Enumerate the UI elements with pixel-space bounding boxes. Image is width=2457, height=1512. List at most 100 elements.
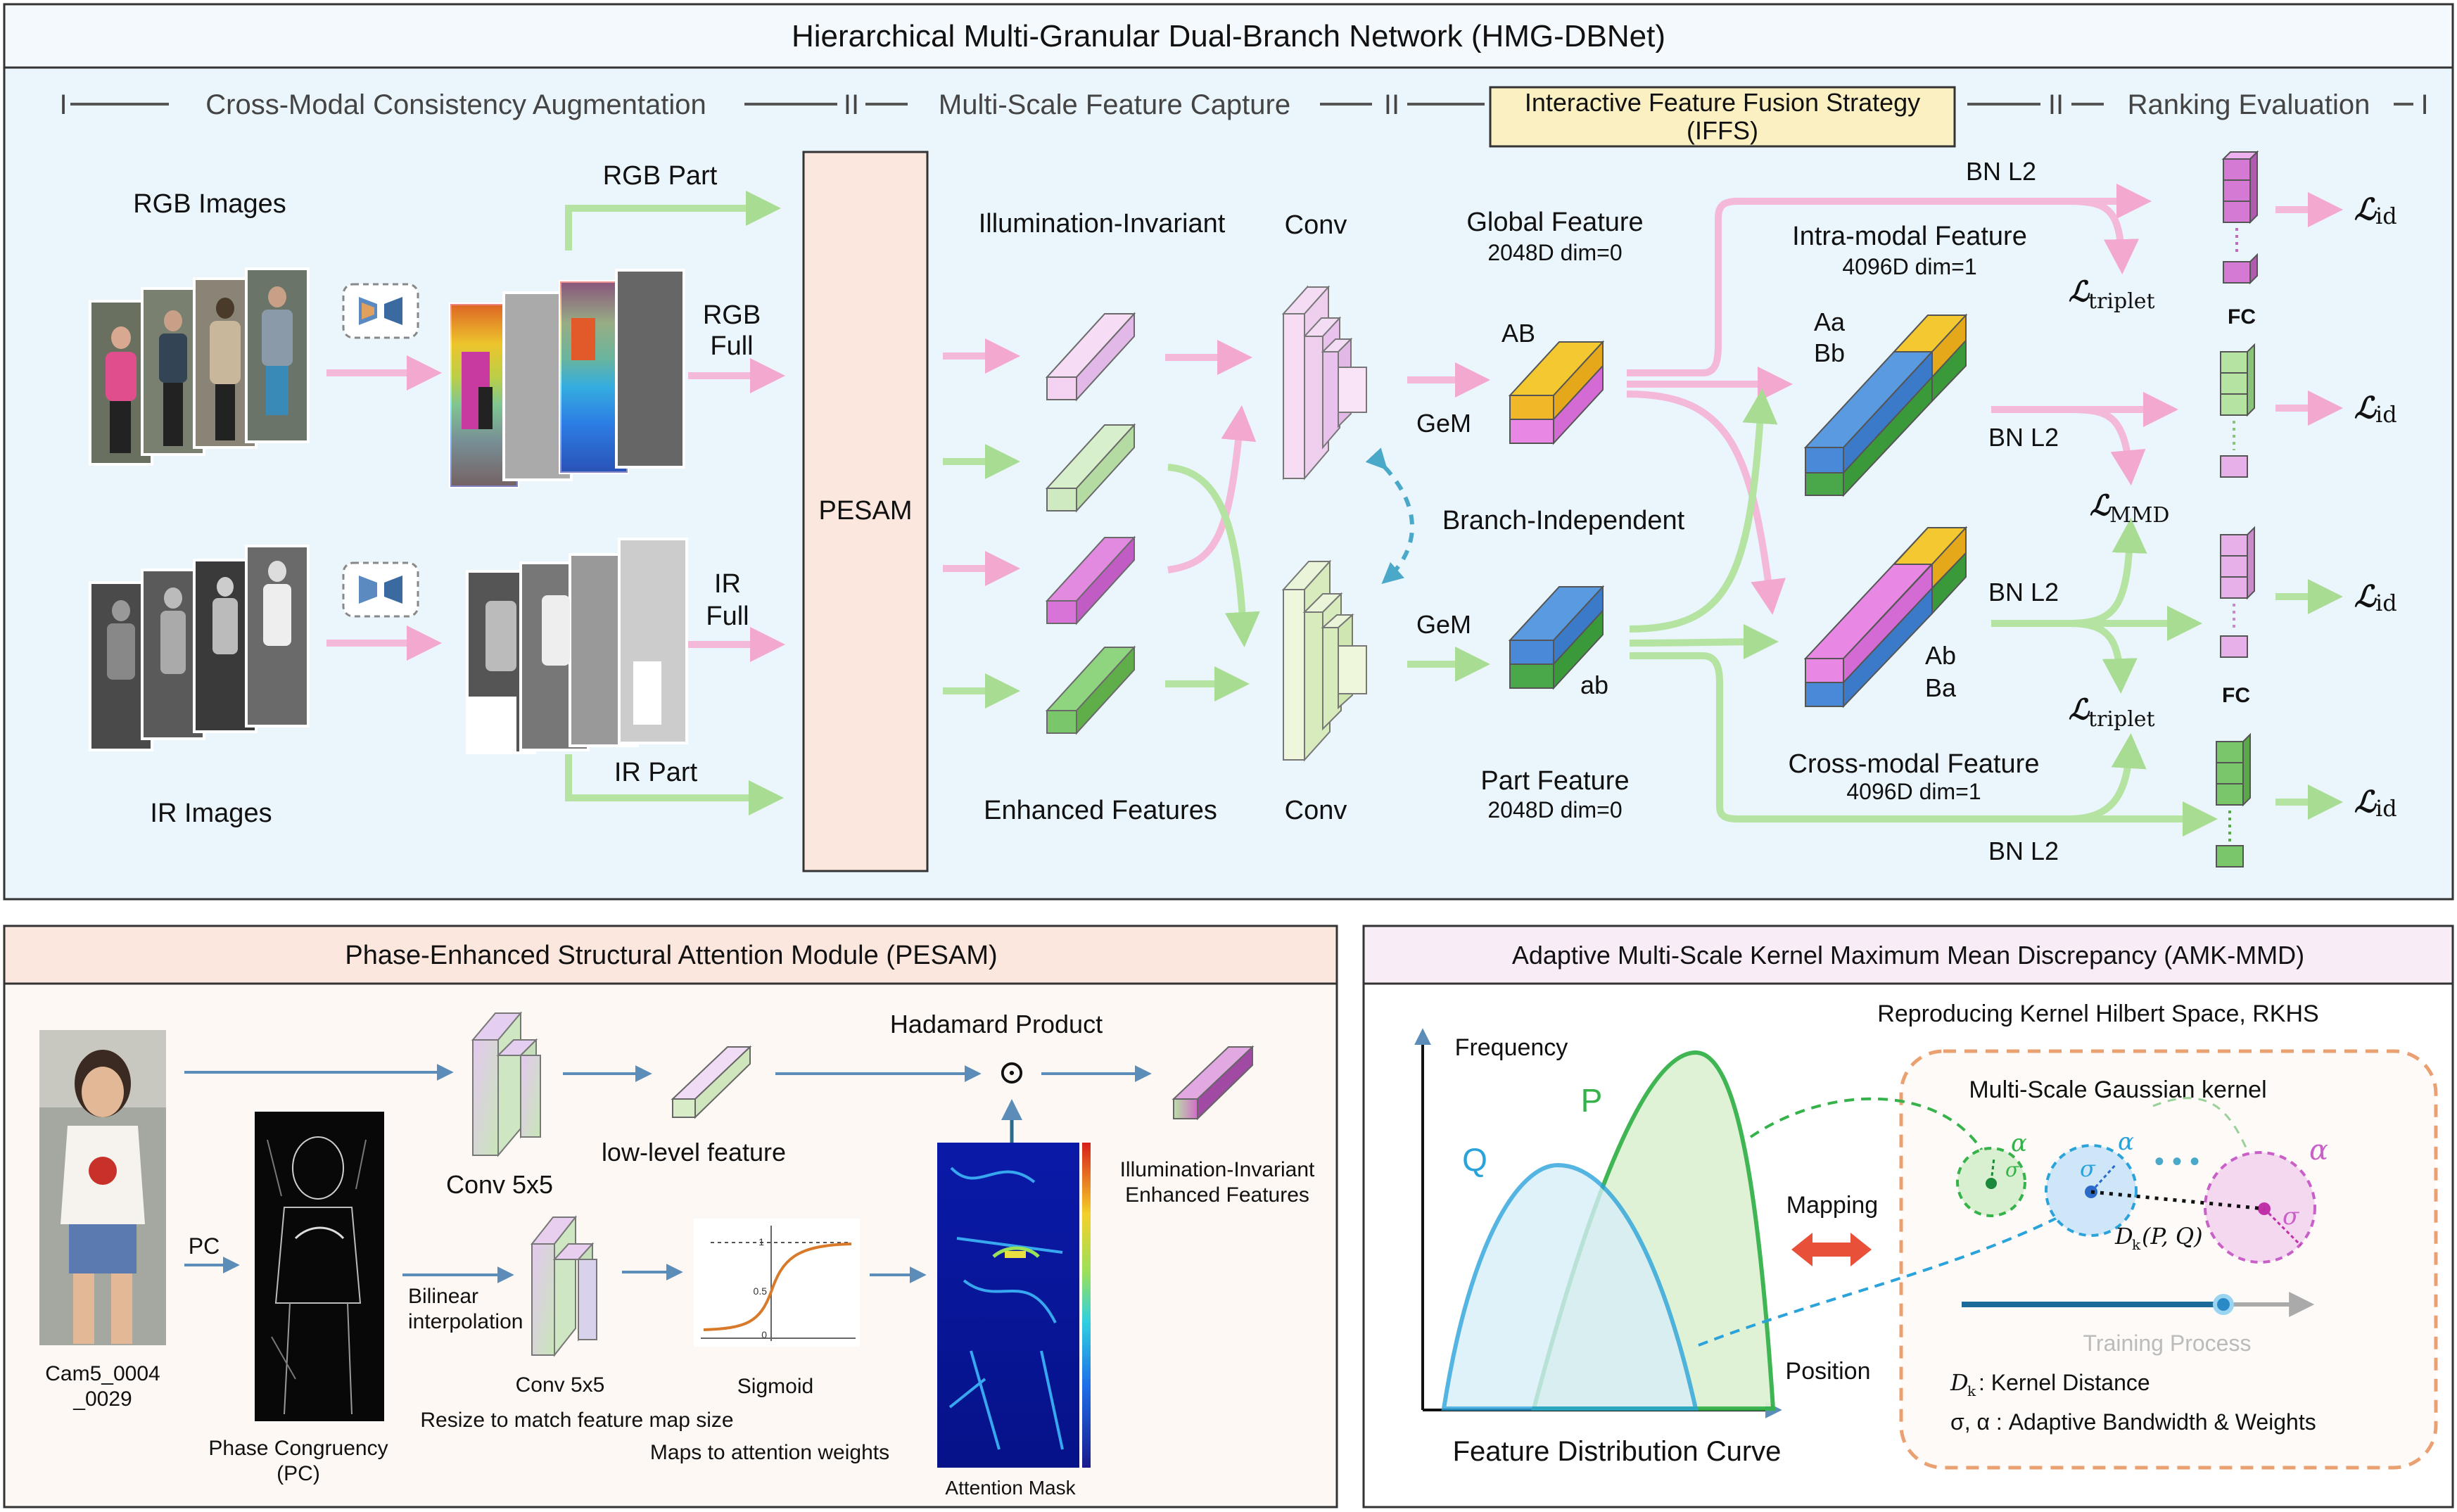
svg-text:α: α xyxy=(2011,1129,2027,1157)
svg-text:α: α xyxy=(2118,1128,2134,1156)
training-knob xyxy=(2213,1294,2234,1315)
svg-text:ℒ: ℒ xyxy=(2090,489,2112,522)
iffs-box xyxy=(1489,86,1956,148)
svg-text:k: k xyxy=(2132,1236,2141,1253)
augmentation-icon-ir xyxy=(342,561,419,618)
flow-part-to-fc4 xyxy=(1630,652,2218,837)
ab-label: ab xyxy=(1580,671,1608,699)
top-title-bar xyxy=(3,3,2454,69)
connector-top xyxy=(2152,1097,2250,1155)
stage-mark-3: II xyxy=(1384,89,1399,120)
conv-top-label: Conv xyxy=(1285,210,1347,240)
rgb-full-label-1: RGB xyxy=(703,300,761,330)
attention-mask-image xyxy=(937,1143,1091,1468)
svg-text:α: α xyxy=(2309,1134,2328,1167)
bn-label-2: BN L2 xyxy=(1988,423,2059,452)
stage-1-label: Cross-Modal Consistency Augmentation xyxy=(205,89,706,120)
top-title: Hierarchical Multi-Granular Dual-Branch … xyxy=(792,19,1665,53)
flow-part-to-cross xyxy=(1629,624,1779,660)
flow-global-to-fc1 xyxy=(1627,184,2152,376)
attention-mask-label: Attention Mask xyxy=(945,1477,1076,1499)
svg-text:1: 1 xyxy=(758,1236,764,1247)
global-feature-block xyxy=(1508,340,1605,445)
curve-caption: Feature Distribution Curve xyxy=(1453,1436,1782,1467)
stage-mark-1: I xyxy=(59,89,67,120)
ir-image-stack xyxy=(89,545,310,751)
cross-feature-block xyxy=(1803,526,1968,709)
resize-label: Resize to match feature map size xyxy=(420,1409,733,1432)
illum-out-label-2: Enhanced Features xyxy=(1125,1183,1309,1207)
iffs-line-1: Interactive Feature Fusion Strategy xyxy=(1525,88,1920,117)
augmented-rgb-stack xyxy=(449,269,685,488)
pesam-box-label: PESAM xyxy=(818,496,912,526)
svg-text:id: id xyxy=(2375,203,2397,229)
branch-independent-link xyxy=(1365,447,1414,584)
ir-full-label-1: IR xyxy=(714,569,741,599)
gem-bottom-label: GeM xyxy=(1416,610,1471,639)
stage-mark-4: II xyxy=(2048,89,2064,120)
rgb-part-label: RGB Part xyxy=(603,161,718,191)
distribution-q xyxy=(1441,1162,1699,1411)
Ab-label: Ab xyxy=(1925,641,1956,670)
branch-independent-label: Branch-Independent xyxy=(1442,506,1685,535)
input-person-photo xyxy=(39,1030,166,1345)
feature-bar-4 xyxy=(1045,645,1136,735)
iffs-line-2: (IFFS) xyxy=(1687,116,1758,145)
enhanced-features-label: Enhanced Features xyxy=(984,796,1217,825)
arrow-rgb-part xyxy=(565,191,781,250)
svg-text:id: id xyxy=(2375,401,2397,428)
gem-top-label: GeM xyxy=(1416,409,1471,438)
arrow-ir-part xyxy=(565,754,784,815)
flow-intra-mmd xyxy=(2068,406,2146,485)
illum-invariant-label: Illumination-Invariant xyxy=(979,209,1226,239)
bn-label-1: BN L2 xyxy=(1966,157,2036,186)
flow-cross-triplet xyxy=(2068,620,2138,694)
bilinear-label-1: Bilinear xyxy=(408,1285,478,1308)
kernel-distance-line xyxy=(2090,1190,2265,1211)
feature-bar-3 xyxy=(1045,535,1136,625)
svg-text:σ: σ xyxy=(2080,1155,2096,1182)
flow-global-to-cross xyxy=(1626,390,1786,615)
pc-label: PC xyxy=(189,1233,220,1259)
hadamard-label: Hadamard Product xyxy=(890,1010,1103,1038)
kernel-alpha1: σ α xyxy=(1956,1129,2027,1217)
sigmoid-plot: 1 0.5 0 xyxy=(694,1219,860,1347)
fc-label-1: FC xyxy=(2228,305,2256,329)
svg-text:k: k xyxy=(1967,1383,1976,1399)
kernel-alpham: σ α xyxy=(2204,1134,2328,1264)
feature-bar-1 xyxy=(1045,312,1136,402)
kernel-alpha2: σ α xyxy=(2045,1128,2138,1237)
hadamard-symbol: ⊙ xyxy=(998,1053,1026,1092)
mapping-label: Mapping xyxy=(1786,1192,1878,1219)
ellipsis-dots: • • • xyxy=(2154,1146,2199,1177)
connector-p xyxy=(1749,1097,1986,1155)
cam-label-1: Cam5_0004 xyxy=(45,1362,160,1385)
stage-4-label: Ranking Evaluation xyxy=(2128,89,2370,120)
rgb-images-label: RGB Images xyxy=(133,189,286,219)
conv-a-label: Conv 5x5 xyxy=(446,1170,553,1199)
pesam-title-bar xyxy=(3,925,1338,985)
low-level-label: low-level feature xyxy=(602,1138,786,1167)
phase-label-1: Phase Congruency xyxy=(208,1437,388,1460)
feature-bar-2 xyxy=(1045,423,1136,513)
fc-label-2: FC xyxy=(2222,684,2250,707)
arrow-bar2-conv xyxy=(1167,464,1260,647)
conv-block-bottom xyxy=(1281,559,1367,762)
ir-full-label-2: Full xyxy=(706,602,749,631)
stage-2-label: Multi-Scale Feature Capture xyxy=(939,89,1290,120)
amk-title: Adaptive Multi-Scale Kernel Maximum Mean… xyxy=(1512,941,2304,970)
bilinear-label-2: interpolation xyxy=(408,1310,523,1333)
intra-dim-label: 4096D dim=1 xyxy=(1842,254,1976,279)
flow-part-triplet xyxy=(2068,733,2147,822)
fc-column-1 xyxy=(2221,150,2259,285)
svg-text:ℒ: ℒ xyxy=(2354,192,2377,227)
conv-b-block xyxy=(530,1215,597,1357)
part-feature-label: Part Feature xyxy=(1480,766,1629,796)
phase-label-2: (PC) xyxy=(277,1462,320,1485)
svg-text:D: D xyxy=(1950,1369,1969,1396)
svg-text:σ: σ xyxy=(2005,1158,2019,1181)
pesam-box xyxy=(802,151,929,872)
cross-feature-label: Cross-modal Feature xyxy=(1789,749,2040,779)
svg-text:D: D xyxy=(2114,1223,2133,1250)
